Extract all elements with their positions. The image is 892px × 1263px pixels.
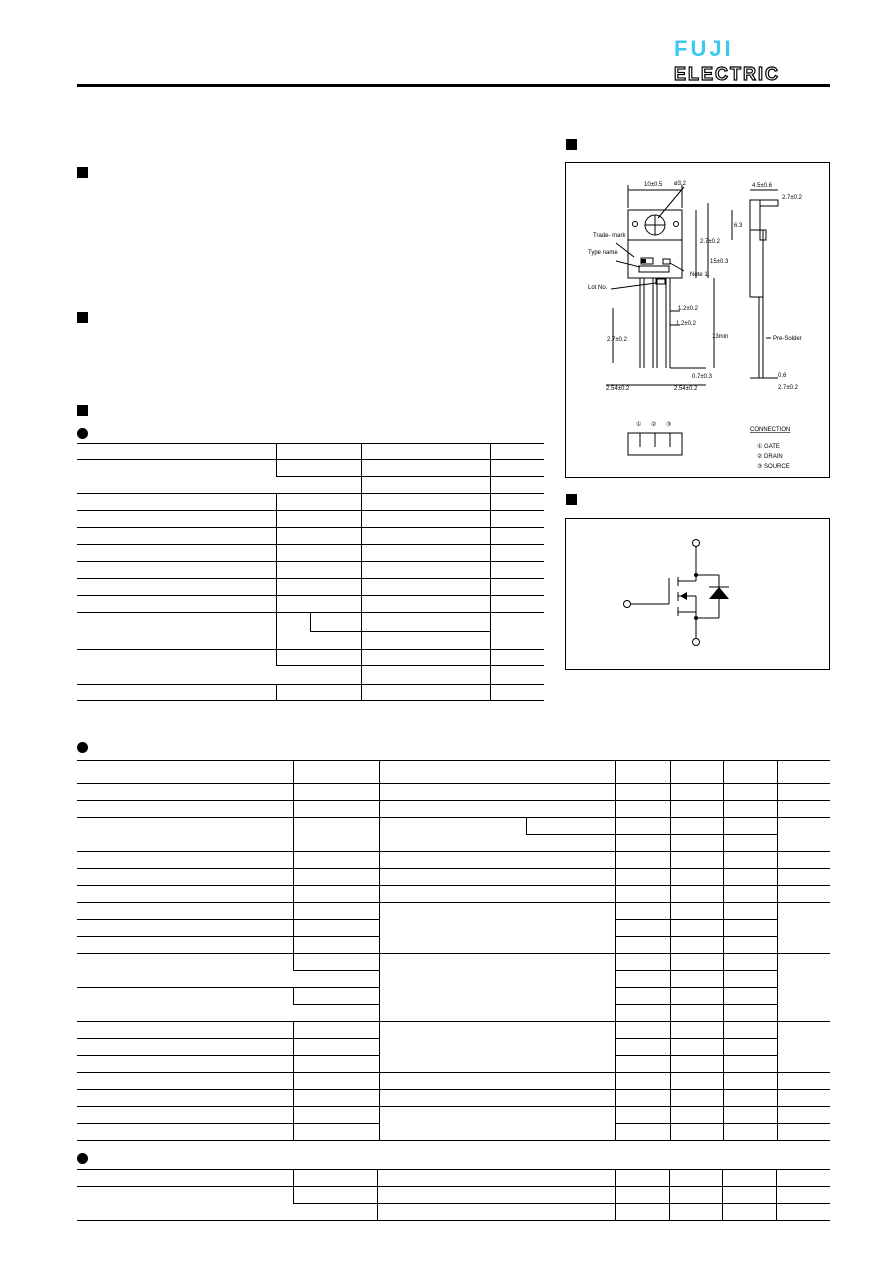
- fuji-electric-logo: FUJI ELECTRIC: [673, 36, 780, 84]
- svg-text:③ SOURCE: ③ SOURCE: [757, 463, 790, 470]
- svg-text:ø3.2: ø3.2: [674, 181, 687, 187]
- svg-text:2.54±0.2: 2.54±0.2: [606, 386, 630, 392]
- svg-text:① GATE: ① GATE: [757, 443, 780, 450]
- svg-text:2.54±0.2: 2.54±0.2: [674, 386, 698, 392]
- bullet-max-ratings: [77, 428, 88, 439]
- svg-text:CONNECTION: CONNECTION: [750, 427, 790, 433]
- outline-drawing-panel: 10±0.5 ø3.2 4.5±0.6 2.7±0.2 6.3 2.7±0.2 …: [565, 162, 830, 478]
- svg-text:Pre-Solder: Pre-Solder: [773, 336, 802, 342]
- svg-text:15±0.3: 15±0.3: [710, 259, 729, 265]
- outline-drawing: 10±0.5 ø3.2 4.5±0.6 2.7±0.2 6.3 2.7±0.2 …: [588, 181, 803, 470]
- svg-text:ELECTRIC: ELECTRIC: [674, 64, 780, 84]
- svg-text:1.2±0.2: 1.2±0.2: [676, 321, 697, 327]
- bullet-thermal: [77, 1153, 88, 1164]
- svg-text:② DRAIN: ② DRAIN: [757, 453, 783, 460]
- electrical-characteristics-table: [77, 760, 830, 1141]
- mosfet-symbol: [623, 539, 729, 646]
- svg-text:Type name: Type name: [588, 250, 618, 256]
- svg-text:Lot No.: Lot No.: [588, 285, 608, 291]
- svg-text:13min: 13min: [712, 334, 728, 340]
- svg-text:Note 1.: Note 1.: [690, 272, 710, 278]
- svg-text:①: ①: [636, 421, 641, 428]
- header-rule: [77, 84, 830, 87]
- svg-text:6.3: 6.3: [734, 223, 743, 229]
- svg-text:2.7±0.2: 2.7±0.2: [607, 337, 628, 343]
- svg-text:0.7±0.3: 0.7±0.3: [692, 374, 713, 380]
- section-marker-applications: [77, 312, 88, 323]
- bullet-electrical: [77, 742, 88, 753]
- svg-text:FUJI: FUJI: [674, 36, 734, 61]
- svg-text:2.7±0.2: 2.7±0.2: [778, 385, 799, 391]
- section-marker-outline: [566, 139, 577, 150]
- svg-text:2.7±0.2: 2.7±0.2: [782, 195, 803, 201]
- svg-text:0.6: 0.6: [778, 373, 787, 379]
- section-marker-equivalent-circuit: [566, 494, 577, 505]
- section-marker-features: [77, 167, 88, 178]
- svg-text:4.5±0.6: 4.5±0.6: [752, 183, 773, 189]
- svg-text:1.2±0.2: 1.2±0.2: [678, 306, 699, 312]
- thermal-characteristics-table: [77, 1169, 830, 1221]
- svg-text:2.7±0.2: 2.7±0.2: [700, 239, 721, 245]
- svg-text:Trade- mark: Trade- mark: [593, 233, 626, 239]
- svg-text:②: ②: [651, 421, 656, 428]
- section-marker-ratings: [77, 405, 88, 416]
- svg-text:③: ③: [666, 421, 671, 428]
- equivalent-circuit-panel: [565, 518, 830, 670]
- max-ratings-table: [77, 443, 544, 701]
- svg-text:10±0.5: 10±0.5: [644, 182, 663, 188]
